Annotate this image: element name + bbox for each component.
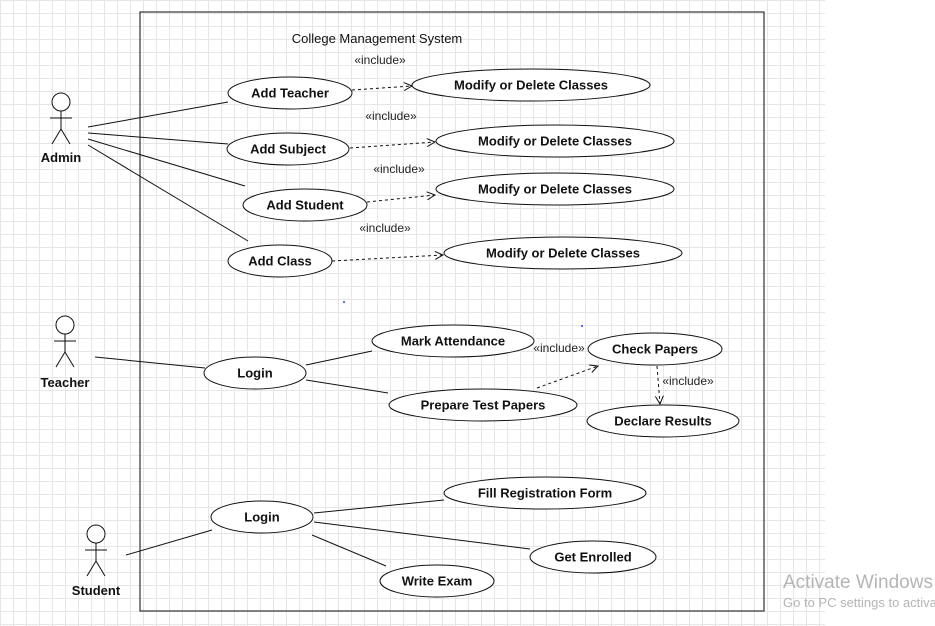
use-case-modify-delete-classes-4[interactable]: Modify or Delete Classes: [443, 236, 683, 270]
actor-student[interactable]: [85, 524, 107, 577]
use-case-label: Login: [237, 366, 272, 381]
associations: [87, 101, 531, 567]
use-case-label: Add Teacher: [251, 86, 329, 101]
include-arrow-4: [331, 255, 443, 262]
include-label-1: «include»: [354, 53, 406, 67]
include-dependencies: [331, 86, 660, 404]
include-arrow-1: [351, 86, 412, 90]
use-case-label: Get Enrolled: [554, 550, 631, 565]
assoc-admin-add-class: [87, 144, 249, 242]
use-case-modify-delete-classes-1[interactable]: Modify or Delete Classes: [411, 68, 651, 102]
use-case-label: Declare Results: [614, 414, 712, 429]
use-case-label: Modify or Delete Classes: [478, 134, 632, 149]
use-case-teacher-login[interactable]: Login: [203, 356, 307, 390]
include-arrow-6: [657, 365, 660, 404]
assoc-admin-add-teacher: [87, 101, 229, 128]
use-case-mark-attendance[interactable]: Mark Attendance: [371, 324, 535, 358]
use-case-student-login[interactable]: Login: [210, 500, 314, 534]
use-case-prepare-test-papers[interactable]: Prepare Test Papers: [388, 388, 578, 422]
use-case-label: Add Subject: [250, 142, 327, 157]
stray-dot: [343, 301, 345, 303]
system-boundary: [139, 11, 765, 612]
use-case-label: Add Class: [248, 254, 312, 269]
actor-admin[interactable]: [50, 92, 72, 145]
assoc-admin-add-subject: [87, 132, 229, 145]
actor-admin-label: Admin: [41, 150, 82, 165]
assoc-admin-add-student: [87, 138, 246, 187]
use-case-check-papers[interactable]: Check Papers: [587, 332, 723, 366]
use-case-get-enrolled[interactable]: Get Enrolled: [529, 540, 657, 574]
assoc-login-mark-attendance: [305, 350, 373, 366]
assoc-login-registration: [313, 499, 445, 514]
use-case-declare-results[interactable]: Declare Results: [586, 404, 740, 438]
use-case-label: Add Student: [266, 198, 344, 213]
include-arrow-3: [366, 195, 435, 203]
include-label-4: «include»: [359, 221, 411, 235]
actor-student-label: Student: [72, 583, 121, 598]
use-case-add-student[interactable]: Add Student: [242, 188, 368, 222]
assoc-student-login: [125, 529, 213, 556]
use-case-label: Write Exam: [402, 574, 473, 589]
actor-teacher-label: Teacher: [41, 375, 90, 390]
grid-background: [0, 0, 825, 626]
actor-teacher[interactable]: [54, 315, 76, 368]
use-case-add-subject[interactable]: Add Subject: [226, 132, 350, 166]
use-case-add-teacher[interactable]: Add Teacher: [227, 76, 353, 110]
actor-head: [51, 92, 71, 112]
system-title: College Management System: [292, 31, 463, 46]
use-case-modify-delete-classes-3[interactable]: Modify or Delete Classes: [435, 172, 675, 206]
assoc-login-write-exam: [311, 534, 387, 567]
actor-head: [55, 315, 75, 335]
use-case-label: Modify or Delete Classes: [454, 78, 608, 93]
include-arrow-2: [349, 142, 435, 149]
include-label-2: «include»: [365, 109, 417, 123]
use-case-label: Modify or Delete Classes: [486, 246, 640, 261]
include-label-5: «include»: [533, 341, 585, 355]
assoc-teacher-login: [94, 356, 206, 369]
use-case-modify-delete-classes-2[interactable]: Modify or Delete Classes: [435, 124, 675, 158]
use-case-fill-registration-form[interactable]: Fill Registration Form: [443, 476, 647, 510]
use-case-label: Modify or Delete Classes: [478, 182, 632, 197]
use-case-add-class[interactable]: Add Class: [227, 244, 333, 278]
use-case-label: Prepare Test Papers: [421, 398, 546, 413]
use-case-label: Mark Attendance: [401, 334, 505, 349]
use-case-label: Login: [244, 510, 279, 525]
use-case-label: Check Papers: [612, 342, 698, 357]
actor-head: [86, 524, 106, 544]
include-arrow-5: [536, 366, 598, 389]
assoc-login-prepare-test: [305, 379, 389, 394]
use-case-write-exam[interactable]: Write Exam: [379, 564, 495, 598]
stray-dot: [581, 325, 583, 327]
use-case-label: Fill Registration Form: [478, 486, 612, 501]
include-label-6: «include»: [662, 374, 714, 388]
assoc-login-enrolled: [313, 521, 531, 550]
include-label-3: «include»: [373, 162, 425, 176]
